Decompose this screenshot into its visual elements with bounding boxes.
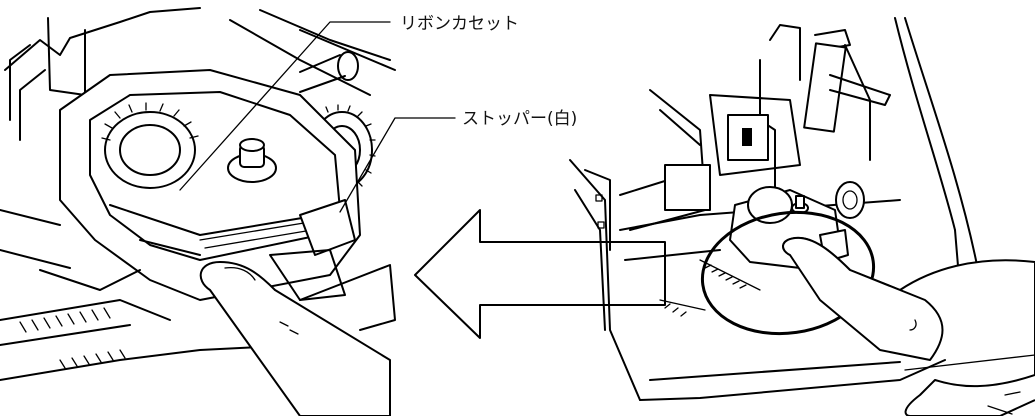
ribbon-cassette-leader — [179, 21, 391, 191]
direction-arrow — [414, 209, 666, 339]
cassette-knob — [227, 138, 277, 183]
stopper-leader — [339, 117, 456, 213]
closeup-illustration — [0, 7, 456, 417]
ribbon-cassette — [89, 91, 341, 261]
stopper-label: ストッパー(白) — [462, 109, 578, 129]
hand — [782, 236, 1035, 417]
ribbon-cassette-label: リボンカセット — [400, 14, 519, 34]
stopper — [269, 199, 356, 301]
finger — [199, 261, 391, 417]
highlight-circle — [700, 210, 876, 336]
printer-overview-illustration — [569, 17, 1035, 417]
